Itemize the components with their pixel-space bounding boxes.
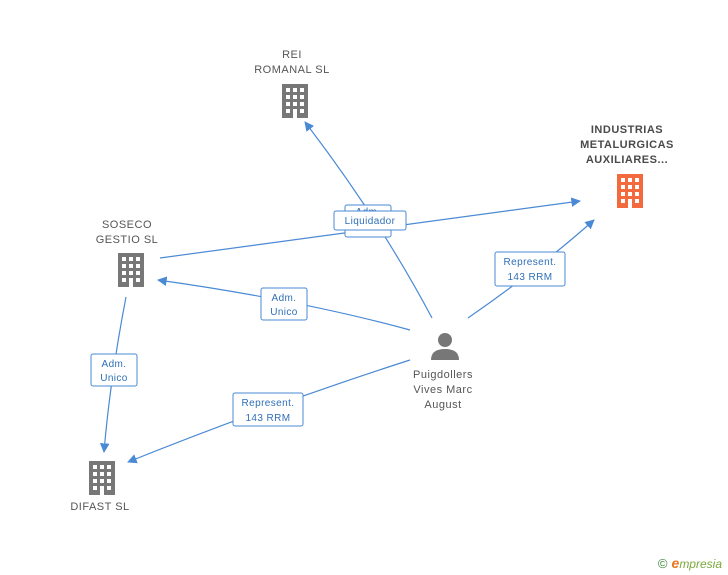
node-label: REI bbox=[282, 49, 302, 61]
edge-label-represent-difast[interactable]: Represent. 143 RRM bbox=[232, 392, 304, 427]
node-label: METALURGICAS bbox=[580, 139, 674, 151]
node-label: AUXILIARES... bbox=[586, 154, 668, 166]
building-icon bbox=[89, 461, 115, 495]
node-label: ROMANAL SL bbox=[254, 64, 330, 76]
node-difast[interactable]: DIFAST SL bbox=[70, 461, 129, 513]
edges bbox=[99, 121, 595, 464]
node-label: Vives Marc bbox=[413, 384, 472, 396]
edge-label-text: 143 RRM bbox=[507, 272, 552, 283]
edge-label-text: Represent. bbox=[504, 257, 557, 268]
person-icon bbox=[431, 333, 459, 360]
node-label: DIFAST SL bbox=[70, 501, 129, 513]
edge-label-liquidador[interactable]: Liquidador bbox=[333, 210, 407, 231]
edge-label-adm-unico-soseco[interactable]: Adm. Unico bbox=[260, 287, 308, 321]
edge-label-text: Liquidador bbox=[345, 216, 396, 227]
node-person[interactable]: Puigdollers Vives Marc August bbox=[413, 333, 473, 411]
node-label: INDUSTRIAS bbox=[591, 124, 663, 136]
node-rei-romanal[interactable]: REI ROMANAL SL bbox=[254, 49, 330, 118]
node-label: GESTIO SL bbox=[96, 234, 159, 246]
brand-name: mpresia bbox=[679, 557, 722, 571]
copyright-symbol: © bbox=[657, 556, 668, 571]
building-icon bbox=[282, 84, 308, 118]
edge-label-text: Represent. bbox=[242, 398, 295, 409]
edge-label-text: Unico bbox=[270, 307, 298, 318]
node-label: Puigdollers bbox=[413, 369, 473, 381]
building-icon bbox=[118, 253, 144, 287]
brand-initial: e bbox=[671, 555, 680, 571]
node-label: August bbox=[424, 399, 461, 411]
empresia-watermark: ©empresia bbox=[658, 555, 722, 571]
edge-label-text: Unico bbox=[100, 373, 128, 384]
edge-label-text: 143 RRM bbox=[245, 413, 290, 424]
node-soseco-gestio[interactable]: SOSECO GESTIO SL bbox=[96, 219, 159, 287]
edge-label-text: Adm. bbox=[102, 359, 127, 370]
edge-label-text: Adm. bbox=[272, 293, 297, 304]
node-label: SOSECO bbox=[102, 219, 152, 231]
edge-label-represent-industrias[interactable]: Represent. 143 RRM bbox=[494, 251, 566, 287]
building-icon bbox=[617, 174, 643, 208]
edge-label-adm-unico-difast[interactable]: Adm. Unico bbox=[90, 353, 138, 387]
node-industrias-metalurgicas[interactable]: INDUSTRIAS METALURGICAS AUXILIARES... bbox=[580, 124, 674, 208]
